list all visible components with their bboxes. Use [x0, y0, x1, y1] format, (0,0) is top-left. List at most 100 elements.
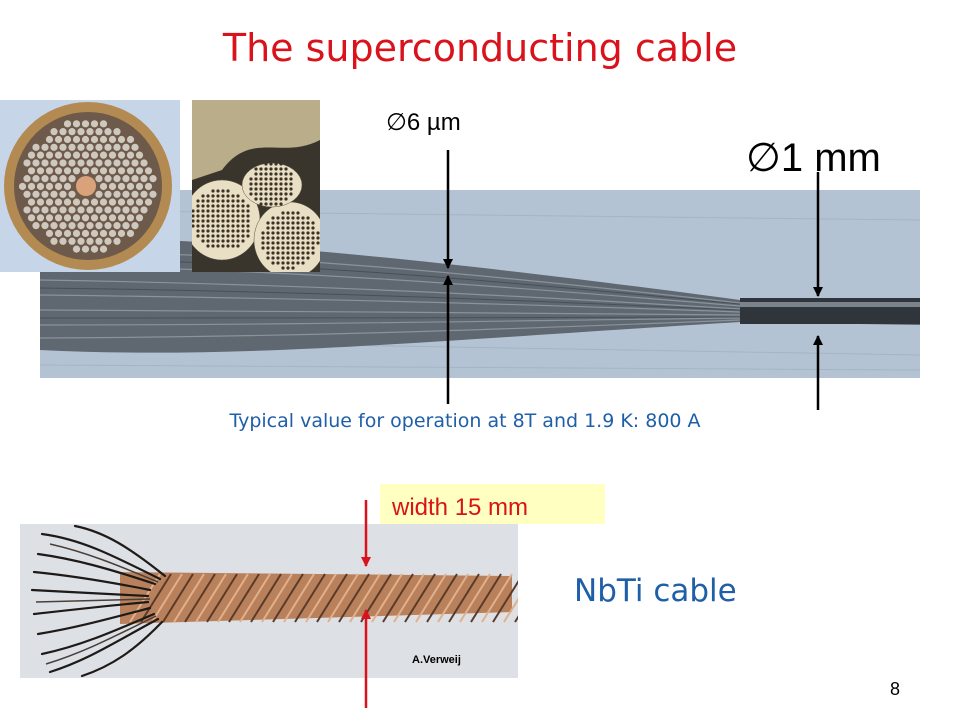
filament-dot	[276, 231, 280, 235]
filament-dot	[284, 197, 288, 201]
filament-dot	[122, 159, 130, 167]
filament-dot	[281, 246, 285, 250]
filament-dot	[231, 199, 235, 203]
filament-dot	[99, 198, 108, 206]
filament-dot	[196, 199, 200, 203]
filament-dot	[86, 206, 94, 214]
filament-dot	[99, 120, 108, 128]
filament-dot	[231, 219, 235, 223]
filament-dot	[276, 221, 280, 225]
filament-dot	[211, 234, 215, 238]
cable-strand-stripe	[294, 573, 326, 623]
filament-dot	[271, 231, 275, 235]
filament-dot	[231, 244, 235, 248]
filament-dot	[59, 128, 67, 136]
filament-dot	[32, 222, 40, 230]
filament-dot	[306, 241, 310, 245]
filament-dot	[211, 229, 215, 233]
filament-dot	[236, 234, 240, 238]
filament-dot	[126, 229, 135, 238]
filament-dot	[276, 226, 280, 230]
filament-dot	[311, 246, 315, 250]
filament-dot	[254, 167, 258, 171]
filament-dot	[236, 229, 240, 233]
filament-dot	[289, 192, 293, 196]
filament-dot	[241, 219, 245, 223]
filament-dot	[77, 143, 85, 151]
filament-dot	[276, 246, 280, 250]
filament-dot	[306, 221, 310, 225]
filament-dot	[192, 209, 195, 213]
filament-cross-section-illustration	[0, 100, 180, 272]
filament-dot	[246, 224, 250, 228]
filament-dot	[95, 206, 103, 214]
filament-dot	[281, 256, 285, 260]
cable-strand-stripe	[228, 573, 260, 623]
filament-dot	[291, 246, 295, 250]
filament-dot	[122, 222, 130, 230]
filament-dot	[63, 167, 72, 175]
filament-dot	[291, 216, 295, 220]
filament-dot	[196, 229, 200, 233]
filament-dot	[226, 209, 230, 213]
filament-dot	[274, 162, 278, 166]
filament-dot	[241, 229, 245, 233]
filament-dot	[281, 211, 285, 215]
filament-dot	[104, 175, 112, 183]
filament-dot	[236, 199, 240, 203]
filament-dot	[296, 241, 300, 245]
filament-dot	[281, 221, 285, 225]
filament-dot	[206, 234, 210, 238]
filament-dot	[32, 190, 40, 198]
filament-dot	[274, 172, 278, 176]
filament-dot	[231, 194, 235, 198]
filament-dot	[286, 221, 290, 225]
filament-dot	[266, 246, 270, 250]
filament-dot	[216, 234, 220, 238]
filament-dot	[99, 229, 108, 238]
filament-dot	[221, 214, 225, 218]
cable-strand-stripe	[481, 573, 513, 623]
filament-dot	[286, 261, 290, 265]
filament-dot	[211, 194, 215, 198]
filament-dot	[206, 214, 210, 218]
filament-dot	[131, 206, 139, 214]
filament-dot	[296, 221, 300, 225]
filament-dot	[50, 222, 58, 230]
filament-dot	[72, 167, 81, 175]
filament-dot	[269, 192, 273, 196]
filament-dot	[236, 219, 240, 223]
cable-strand-stripe	[470, 573, 502, 623]
filament-dot	[117, 167, 126, 175]
filament-dot	[86, 143, 94, 151]
filament-dot	[126, 214, 135, 222]
filament-dot	[221, 219, 225, 223]
filament-dot	[274, 177, 278, 181]
filament-dot	[81, 198, 90, 206]
filament-dot	[54, 229, 63, 238]
filament-dot	[59, 222, 67, 230]
filament-dot	[291, 211, 295, 215]
filament-dot	[201, 229, 205, 233]
filament-dot	[126, 182, 135, 191]
filament-dot	[276, 251, 280, 255]
filament-dot	[211, 224, 215, 228]
filament-dot	[201, 234, 205, 238]
filament-dot	[108, 198, 117, 206]
filament-dot	[259, 167, 263, 171]
filament-dot	[27, 151, 36, 159]
cable-strand-stripe	[426, 573, 458, 623]
cable-strand-stripe	[349, 573, 381, 623]
filament-dot	[241, 224, 245, 228]
filament-dot	[236, 224, 240, 228]
filament-diameter-label: ∅6 µm	[386, 109, 461, 136]
filament-dot	[226, 239, 230, 243]
filament-dot	[279, 192, 283, 196]
filament-dot	[231, 229, 235, 233]
filament-dot	[68, 159, 76, 167]
filament-dot	[269, 182, 273, 186]
filament-dot	[281, 226, 285, 230]
filament-dot	[259, 177, 263, 181]
filament-dot	[72, 198, 81, 206]
cable-strand-stripe	[327, 573, 359, 623]
